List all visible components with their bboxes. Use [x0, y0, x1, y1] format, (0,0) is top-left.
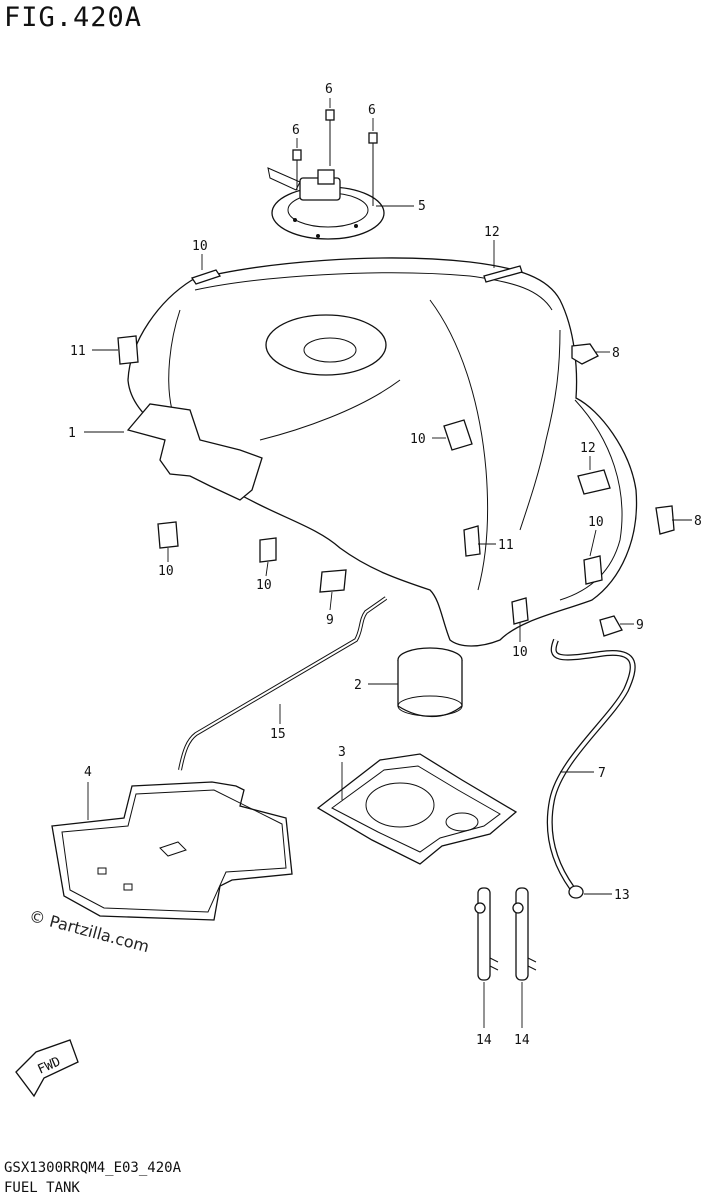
bolt-6-right[interactable] — [368, 132, 378, 206]
callout-3: 3 — [338, 745, 346, 760]
callout-13: 13 — [614, 888, 630, 903]
fuel-tank[interactable] — [126, 257, 638, 647]
callout-labels: 6 6 6 5 10 12 11 8 1 10 12 8 10 11 10 10… — [68, 82, 702, 1048]
callout-4: 4 — [84, 765, 92, 780]
rod-15[interactable] — [178, 596, 388, 771]
callout-10: 10 — [158, 564, 174, 579]
pad-11-right[interactable] — [463, 525, 481, 557]
pad-10-top[interactable] — [190, 269, 222, 285]
callout-9: 9 — [326, 613, 334, 628]
cushion-9-left[interactable] — [319, 569, 347, 593]
heat-shield-plate[interactable] — [51, 781, 293, 921]
bolt-6-left[interactable] — [292, 149, 302, 190]
callout-12: 12 — [484, 225, 500, 240]
callout-10: 10 — [192, 239, 208, 254]
callout-8: 8 — [612, 346, 620, 361]
callout-10: 10 — [410, 432, 426, 447]
pad-11-left[interactable] — [117, 335, 139, 365]
callout-11: 11 — [70, 344, 86, 359]
pad-10-right[interactable] — [583, 555, 603, 585]
callout-12: 12 — [580, 441, 596, 456]
callout-1: 1 — [68, 426, 76, 441]
pad-10-left-a[interactable] — [157, 521, 179, 549]
callout-7: 7 — [598, 766, 606, 781]
callout-6: 6 — [292, 123, 300, 138]
figure-caption: FUEL TANK — [4, 1180, 80, 1196]
fuel-breather-hose[interactable] — [546, 638, 636, 890]
callout-14: 14 — [514, 1033, 530, 1048]
callout-10: 10 — [512, 645, 528, 660]
callout-11: 11 — [498, 538, 514, 553]
leader-lines — [84, 98, 692, 1028]
cushion-8-upper[interactable] — [571, 343, 599, 365]
pad-12-top[interactable] — [483, 265, 523, 283]
callout-10: 10 — [588, 515, 604, 530]
clip-13[interactable] — [568, 885, 584, 899]
callout-15: 15 — [270, 727, 286, 742]
callout-2: 2 — [354, 678, 362, 693]
callout-6: 6 — [325, 82, 333, 97]
tank-band[interactable] — [397, 647, 463, 718]
pad-10-bottom[interactable] — [511, 597, 529, 625]
pad-10-left-b[interactable] — [259, 537, 277, 563]
fuel-pump-assembly[interactable] — [267, 167, 385, 240]
pad-12-right[interactable] — [577, 469, 611, 495]
callout-9: 9 — [636, 618, 644, 633]
fuel-pump-gasket[interactable] — [316, 753, 518, 865]
callout-6: 6 — [368, 103, 376, 118]
callout-10: 10 — [256, 578, 272, 593]
figure-title: FIG.420A — [4, 2, 143, 33]
bracket-14-left[interactable] — [474, 887, 499, 981]
fwd-arrow-icon: FWD — [15, 1039, 79, 1098]
bolt-6-top[interactable] — [325, 109, 335, 166]
pad-10-center[interactable] — [443, 419, 473, 451]
model-code: GSX1300RRQM4_E03_420A — [4, 1160, 182, 1176]
cushion-9-right[interactable] — [599, 615, 623, 637]
callout-5: 5 — [418, 199, 426, 214]
cushion-8-lower[interactable] — [655, 505, 675, 535]
callout-14: 14 — [476, 1033, 492, 1048]
callout-8: 8 — [694, 514, 702, 529]
bracket-14-right[interactable] — [512, 887, 537, 981]
